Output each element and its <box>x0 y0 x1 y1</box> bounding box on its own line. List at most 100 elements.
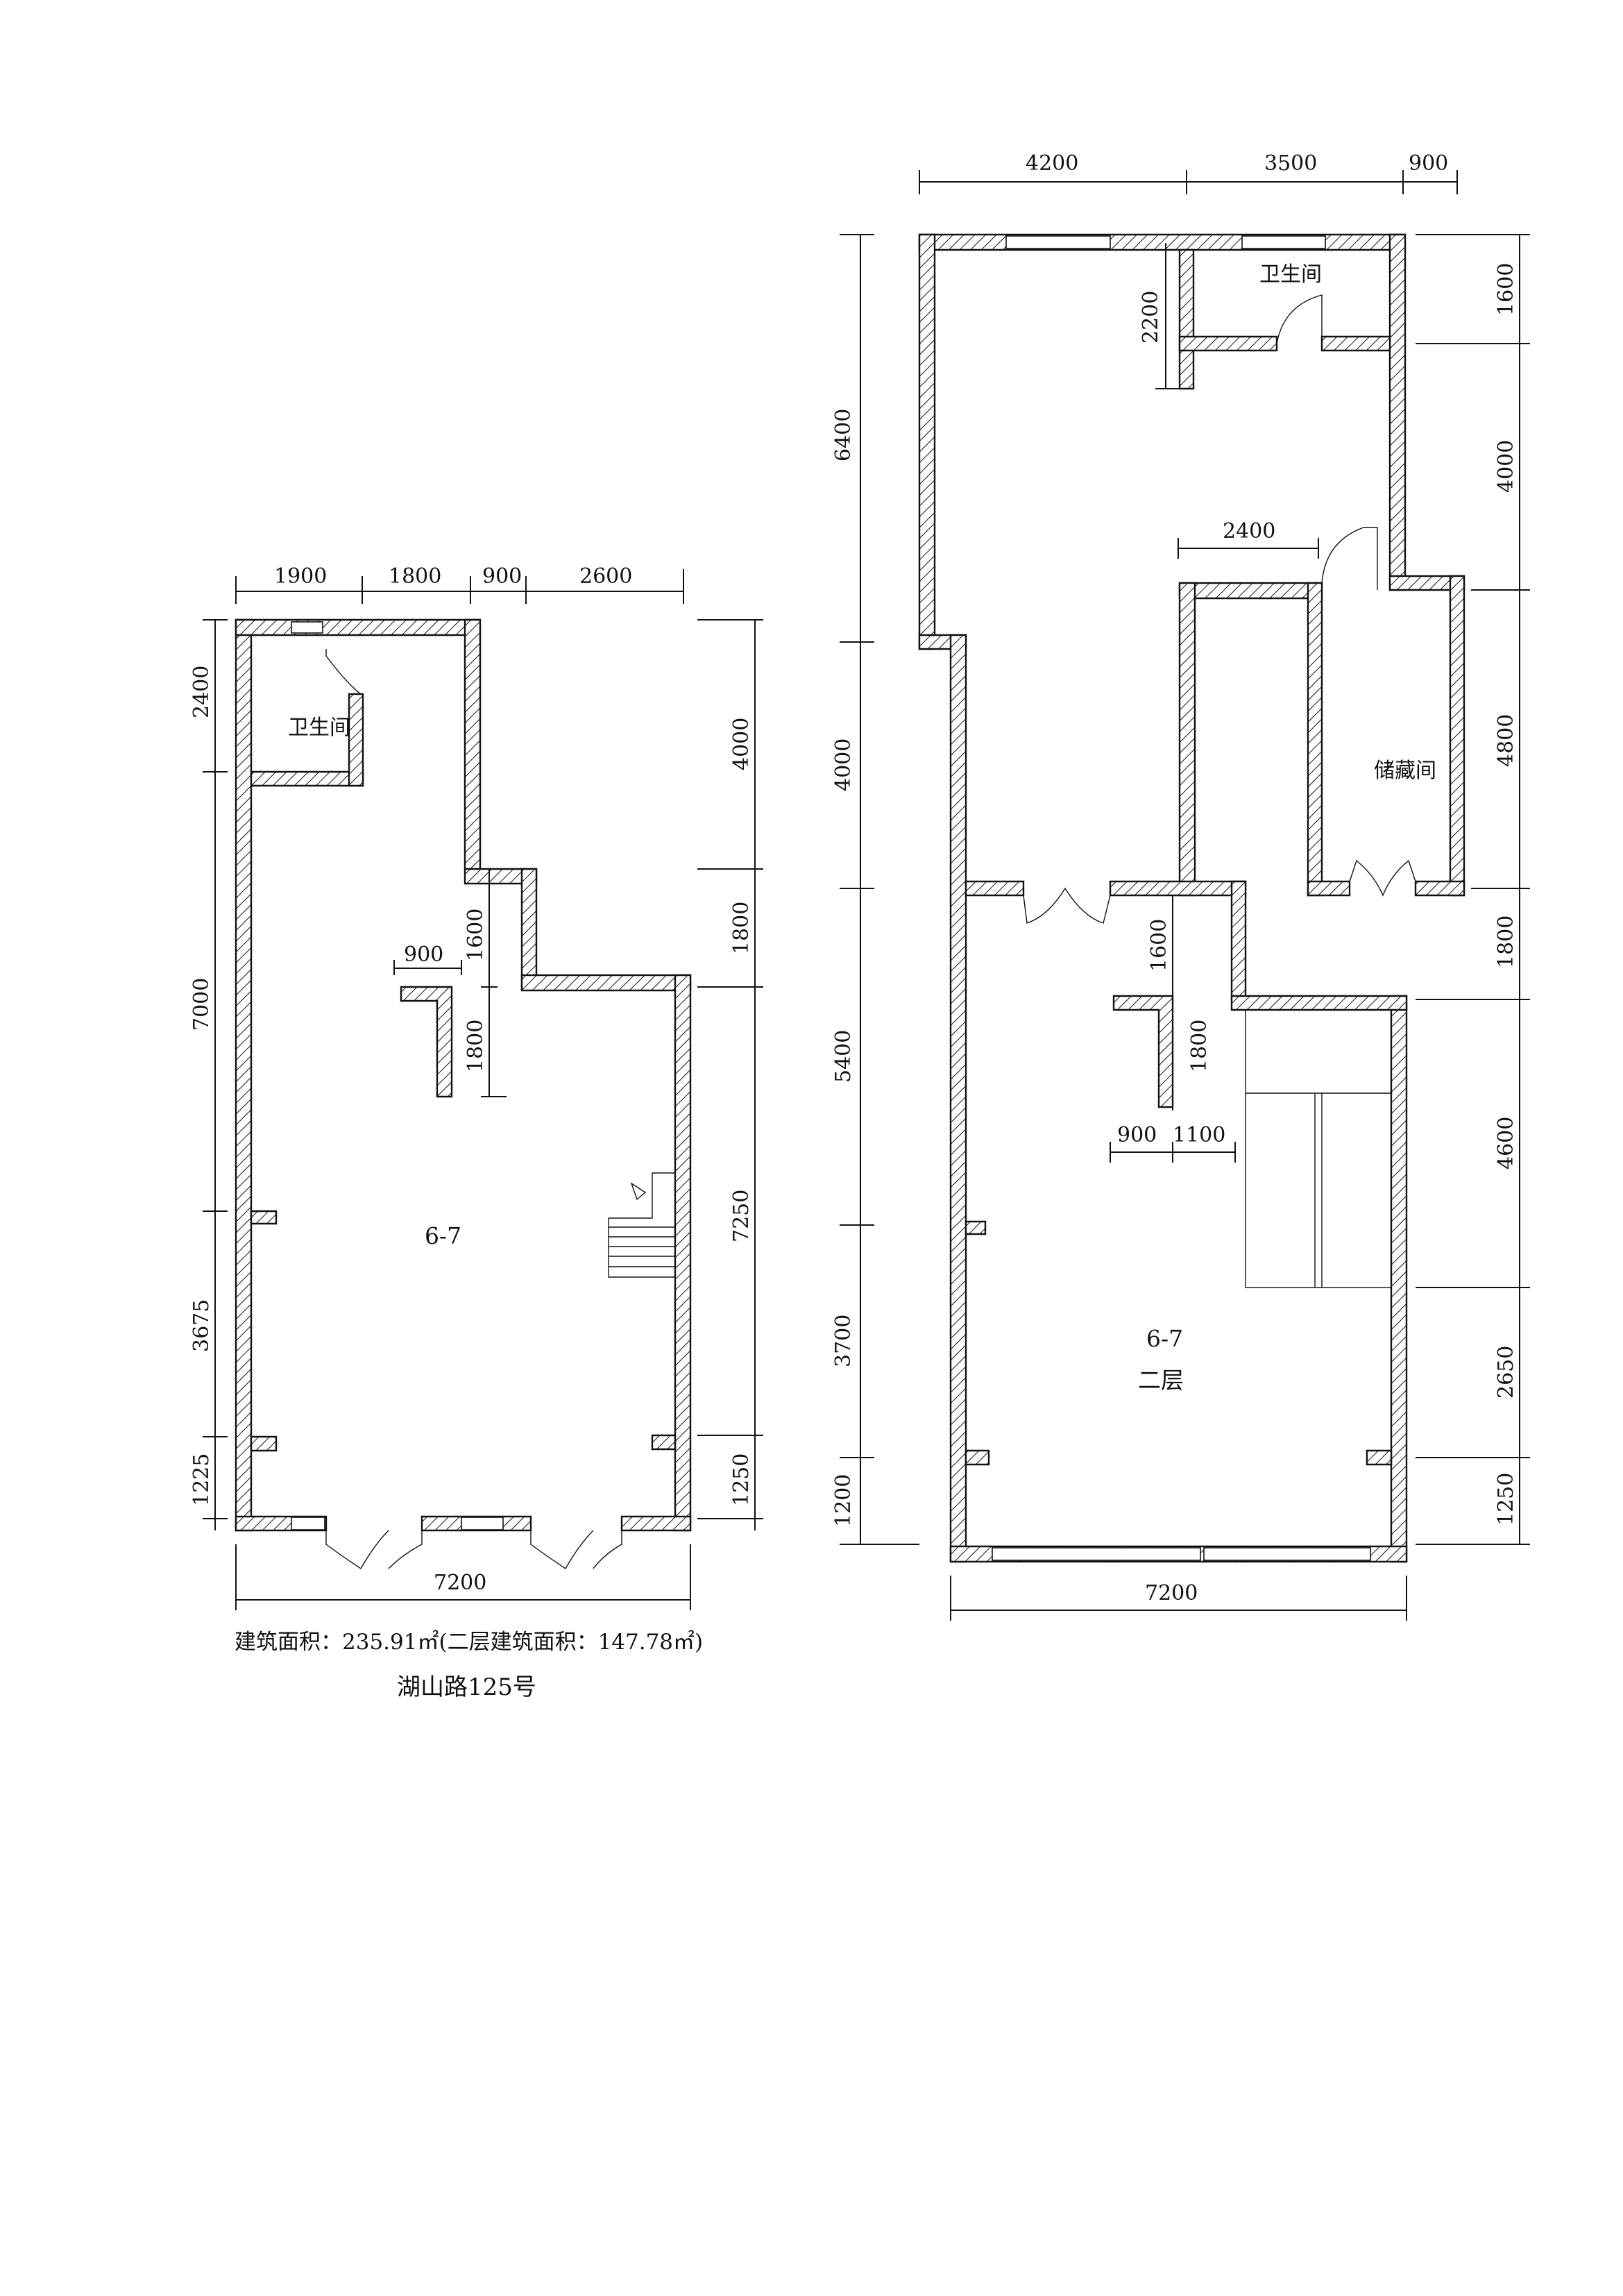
plan2-wall-right-storage <box>1449 575 1465 897</box>
plan1-window-bottom-1 <box>291 1517 325 1530</box>
plan2-dim-right-1: 1600 <box>1494 263 1518 316</box>
plan2-wall-left-upper <box>918 233 936 650</box>
plan1-dim-inner-2: 1600 <box>464 909 488 961</box>
plan2-bath-door <box>1276 294 1323 344</box>
plan2-stub-left-2 <box>965 1449 990 1466</box>
plan1-wall-bath-bottom <box>250 770 364 787</box>
plan1-bath-door <box>325 649 362 695</box>
plan2-wall-hall-b <box>1109 880 1247 897</box>
plan1-wall-left <box>235 618 253 1532</box>
plan2-wall-top <box>918 233 1407 251</box>
plan1-column-l <box>400 986 453 1098</box>
plan2-wall-right-upper <box>1388 233 1407 591</box>
plan2-wall-right-lower <box>1390 995 1408 1563</box>
plan2-stair <box>1245 1009 1392 1288</box>
plan2-column-l <box>1112 995 1174 1108</box>
plan1-dim-top-2: 1800 <box>389 564 441 589</box>
plan2-dim-right-3: 4800 <box>1494 714 1518 767</box>
plan1-ground-floor: 1900 1800 900 2600 2400 7000 3675 1225 4… <box>189 564 763 1610</box>
plan2-window-bottom-1 <box>992 1547 1201 1561</box>
plan1-dim-right-3: 7250 <box>729 1190 754 1242</box>
address-caption: 湖山路125号 <box>397 1673 536 1701</box>
plan1-dim-top-3: 900 <box>482 564 522 589</box>
building-area-caption: 建筑面积：235.91㎡(二层建筑面积：147.78㎡) <box>235 1630 704 1655</box>
plan2-wall-left-lower <box>949 634 967 1563</box>
plan1-wall-bath-right <box>348 693 364 787</box>
plan1-room-bathroom: 卫生间 <box>288 716 350 740</box>
plan1-door-left <box>325 1530 423 1569</box>
plan2-wall-storage-bottom-a <box>1307 880 1351 897</box>
plan1-door-right <box>530 1530 622 1569</box>
plan1-stair <box>608 1172 675 1278</box>
plan2-wall-mid-left <box>1178 582 1196 897</box>
plan1-wall-step3 <box>520 974 692 992</box>
plan1-dim-right-4: 1250 <box>729 1453 754 1506</box>
plan1-dimensions: 1900 1800 900 2600 2400 7000 3675 1225 4… <box>189 564 763 1610</box>
plan1-bath-vent <box>291 621 323 634</box>
plan2-window-top-2 <box>1241 235 1326 249</box>
plan2-wall-storage-left <box>1307 582 1323 897</box>
plan2-dim-left-4: 3700 <box>831 1315 856 1367</box>
plan1-stub-left-2 <box>250 1435 278 1452</box>
plan2-dim-left-3: 5400 <box>831 1030 856 1083</box>
plan2-wall-bath-bottom-a <box>1178 335 1278 352</box>
plan2-storage-door <box>1349 859 1416 897</box>
plan2-dim-inner-4: 1800 <box>1187 1020 1212 1072</box>
plan2-dim-right-7: 1250 <box>1494 1473 1518 1526</box>
plan2-dim-inner-2: 2400 <box>1223 519 1275 543</box>
plan2-dim-right-6: 2650 <box>1494 1346 1518 1399</box>
plan2-wall-bath-bottom-b <box>1320 335 1391 352</box>
plan2-wall-stair-left <box>1230 880 1247 1001</box>
plan1-dim-bottom: 7200 <box>434 1571 486 1595</box>
plan1-dim-left-4: 1225 <box>189 1453 214 1506</box>
plan1-dim-top-4: 2600 <box>579 564 632 589</box>
plan1-wall-step2 <box>520 868 538 990</box>
plan2-dim-right-5: 4600 <box>1494 1117 1518 1170</box>
plan2-dim-inner-6: 1100 <box>1173 1123 1225 1147</box>
plan2-wall-mid-top <box>1178 582 1323 600</box>
plan2-dim-inner-3: 1600 <box>1147 919 1171 972</box>
plan1-wall-bottom-c <box>620 1515 692 1532</box>
plan2-window-bottom-2 <box>1203 1547 1371 1561</box>
plan1-dim-left-3: 3675 <box>189 1299 214 1352</box>
plan2-dim-bottom: 7200 <box>1145 1581 1198 1605</box>
plan2-dim-top-1: 4200 <box>1026 151 1078 176</box>
plan1-wall-upper-right <box>464 618 482 870</box>
plan1-dim-right-1: 4000 <box>729 718 754 770</box>
plan2-stub-right-1 <box>1366 1449 1393 1466</box>
plan2-room-bathroom: 卫生间 <box>1259 262 1322 287</box>
plan2-wall-storage-bottom-b <box>1414 880 1465 897</box>
plan2-dim-right-2: 4000 <box>1494 440 1518 493</box>
plan1-stub-right-1 <box>651 1434 677 1451</box>
plan1-dim-left-2: 7000 <box>189 978 214 1031</box>
plan1-wall-top <box>235 618 480 636</box>
plan1-dim-top-1: 1900 <box>274 564 327 589</box>
plan1-dim-inner-1: 900 <box>404 943 443 967</box>
plan1-dim-right-2: 1800 <box>729 902 754 954</box>
plan2-unit-label: 6-7 <box>1146 1325 1183 1352</box>
plan2-floor-label: 二层 <box>1138 1367 1184 1394</box>
plan2-dimensions: 4200 3500 900 6400 4000 5400 3700 1200 1… <box>831 151 1530 1621</box>
plan2-wall-hall-a <box>965 880 1025 897</box>
plan2-dim-top-2: 3500 <box>1264 151 1317 176</box>
plan2-dim-inner-5: 900 <box>1117 1123 1157 1147</box>
plan2-dim-right-4: 1800 <box>1494 915 1518 968</box>
plan2-dim-left-1: 6400 <box>831 409 856 462</box>
plan2-window-top-1 <box>1005 235 1111 249</box>
plan1-stub-left-1 <box>250 1210 278 1225</box>
plan1-unit-label: 6-7 <box>425 1222 461 1249</box>
plan2-room-storage: 储藏间 <box>1374 759 1436 783</box>
plan2-dim-inner-1: 2200 <box>1139 291 1163 344</box>
plan2-dim-top-3: 900 <box>1409 151 1448 176</box>
plan1-wall-lower-right <box>674 974 692 1532</box>
plan2-wall-stair-top <box>1230 995 1408 1011</box>
plan1-dim-left-1: 2400 <box>189 666 214 718</box>
plan2-wall-bath-left <box>1178 248 1195 390</box>
plan1-window-bottom-2 <box>461 1517 504 1530</box>
plan2-hall-door <box>1023 887 1111 924</box>
plan2-second-floor: 4200 3500 900 6400 4000 5400 3700 1200 1… <box>831 151 1530 1621</box>
plan2-dim-left-2: 4000 <box>831 738 856 791</box>
plan2-dim-left-5: 1200 <box>831 1474 856 1527</box>
plan2-corridor-door <box>1321 527 1378 590</box>
